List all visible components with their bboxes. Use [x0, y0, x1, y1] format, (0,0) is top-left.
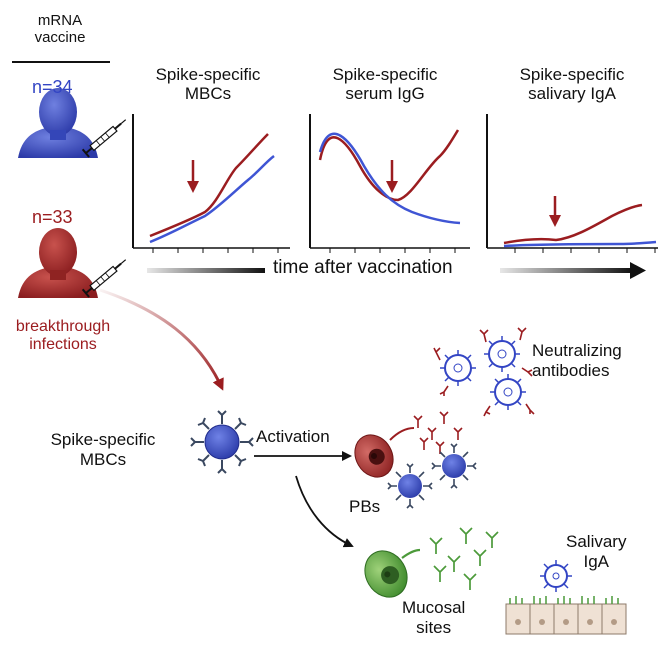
panel-title-mbc: Spike-specific MBCs [155, 65, 261, 103]
plasmablast-icon [354, 434, 394, 478]
igg-vaccine-line [318, 132, 461, 225]
antibody-icon [433, 327, 535, 417]
salivary-iga-label: Salivary IgA [566, 532, 627, 571]
b-cell-icon [387, 463, 433, 509]
plasmablast-icon [364, 550, 408, 598]
b-cell-icon [431, 443, 477, 489]
epithelium-icon [505, 596, 627, 635]
breakthrough-count: n=33 [32, 207, 73, 227]
time-axis-label: time after vaccination [273, 257, 453, 278]
arrow-icon [99, 288, 224, 391]
arrow-icon [295, 475, 354, 548]
person-silhouette-icon [18, 88, 98, 158]
panel-iga-plot [486, 114, 658, 253]
time-axis-bar-left [147, 268, 265, 273]
virus-icon [484, 336, 520, 372]
b-cell-icon [190, 410, 254, 474]
pbs-label: PBs [349, 497, 381, 516]
neutralizing-antibodies-label: Neutralizing antibodies [532, 341, 622, 380]
mucosal-sites-label: Mucosal sites [402, 598, 466, 637]
person-silhouette-icon [18, 228, 98, 298]
mbc-breakthrough-line [149, 133, 269, 238]
virus-icon [490, 374, 526, 410]
mbc-label: Spike-specific MBCs [50, 430, 156, 469]
cohort-header: mRNA vaccine [34, 12, 86, 47]
arrow-icon [500, 262, 646, 279]
syringe-icon [81, 259, 127, 298]
breakthrough-label: breakthrough infections [15, 318, 111, 354]
antibody-icon [429, 527, 499, 590]
syringe-icon [81, 119, 127, 158]
iga-breakthrough-line [503, 203, 643, 245]
iga-vaccine-line [503, 240, 657, 248]
panel-mbc-plot [132, 114, 290, 253]
antibody-icon [413, 411, 463, 454]
panel-igg-plot [309, 114, 470, 253]
virus-icon [540, 560, 572, 592]
panel-title-igg: Spike-specific serum IgG [332, 65, 438, 103]
virus-icon [440, 350, 476, 386]
igg-breakthrough-line [318, 129, 460, 202]
activation-label: Activation [256, 427, 330, 446]
mbc-vaccine-line [149, 155, 275, 244]
vaccine-only-count: n=34 [32, 77, 73, 97]
panel-title-iga: Spike-specific salivary IgA [519, 65, 625, 103]
